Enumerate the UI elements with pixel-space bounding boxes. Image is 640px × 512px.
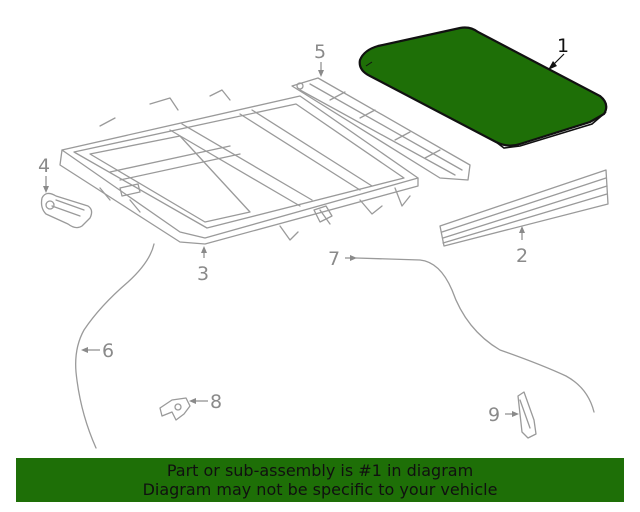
callout-label: 2 [516,245,528,267]
callout-label: 6 [102,340,114,362]
drain-hose-left-part[interactable] [75,243,155,449]
sunroof-glass-part[interactable] [358,26,608,149]
info-banner: Part or sub-assembly is #1 in diagram Di… [16,458,624,502]
banner-line-2: Diagram may not be specific to your vehi… [142,480,498,499]
callout-1[interactable]: 1 [548,35,569,70]
callout-label: 9 [488,404,500,426]
callout-9[interactable]: 9 [488,404,519,426]
callout-label: 1 [557,35,569,57]
rail-part[interactable] [291,77,471,181]
callout-label: 7 [328,248,340,270]
banner-line-1: Part or sub-assembly is #1 in diagram [166,461,474,480]
callout-6[interactable]: 6 [81,340,114,362]
callout-label: 4 [38,155,50,177]
connector-part[interactable] [159,397,191,421]
callout-2[interactable]: 2 [516,226,528,267]
sunroof-frame-part[interactable] [59,89,419,245]
motor-part[interactable] [40,192,93,229]
callout-label: 8 [210,391,222,413]
callout-label: 5 [314,41,326,63]
callout-5[interactable]: 5 [314,41,326,77]
drain-hose-right-part[interactable] [355,257,595,413]
parts-diagram: 1 2 3 4 5 6 7 8 9 [38,26,609,449]
callout-4[interactable]: 4 [38,155,50,193]
callout-7[interactable]: 7 [328,248,357,270]
clip-part[interactable] [517,391,537,439]
callout-3[interactable]: 3 [197,246,209,285]
callout-8[interactable]: 8 [189,391,222,413]
callout-label: 3 [197,263,209,285]
deflector-strip-part[interactable] [439,169,609,247]
